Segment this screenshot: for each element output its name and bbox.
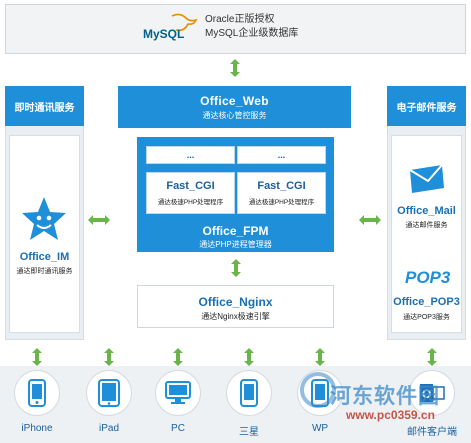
office-fpm-subtitle: 通达PHP进程管理器 (199, 240, 272, 249)
mail-envelope-icon (409, 164, 444, 193)
arrow-updown-icon (173, 348, 183, 366)
pc-device (155, 370, 201, 416)
arrow-updown-icon (32, 348, 42, 366)
office-nginx-title: Office_Nginx (198, 295, 273, 309)
process-slot: ... (146, 146, 235, 164)
office-web-title: Office_Web (200, 94, 269, 108)
office-web-box: Office_Web 通达核心管控服务 (118, 86, 351, 128)
outlook-icon: O (420, 384, 445, 402)
tablet-icon (98, 379, 120, 407)
fast-cgi-title: Fast_CGI (257, 180, 306, 192)
watermark-text: 河东软件园 (330, 385, 440, 408)
phone-icon (28, 379, 46, 407)
office-web-subtitle: 通达核心管控服务 (202, 111, 267, 120)
watermark-logo-icon (300, 372, 336, 408)
pop3-title: Office_POP3 (393, 296, 460, 308)
database-line-2: MySQL企业级数据库 (205, 28, 299, 39)
im-subtitle: 通达即时通讯服务 (16, 268, 73, 275)
office-nginx-box: Office_Nginx 通达Nginx极速引擎 (137, 285, 334, 328)
mail-service-card (391, 135, 462, 333)
watermark-url: www.pc0359.cn (346, 408, 435, 422)
mail-panel-header: 电子邮件服务 (387, 86, 466, 126)
mail-title: Office_Mail (397, 205, 456, 217)
mysql-logo-text: MySQL (143, 27, 184, 41)
im-star-icon (22, 197, 66, 240)
arrow-updown-icon (230, 59, 240, 77)
mail-subtitle: 通达邮件服务 (405, 222, 448, 229)
device-label-mail-client: 邮件客户端 (407, 427, 457, 438)
database-line-1: Oracle正版授权 (205, 14, 275, 25)
svg-text:O: O (422, 387, 431, 401)
im-service-card (9, 135, 80, 333)
mysql-logo-icon: MySQL (143, 13, 198, 41)
ipad-device (86, 370, 132, 416)
database-box (5, 4, 466, 54)
mail-client-device: O (409, 370, 455, 416)
im-panel-header: 即时通讯服务 (5, 86, 84, 126)
pop3-subtitle: 通达POP3服务 (403, 314, 450, 321)
fast-cgi-box: Fast_CGI 通达极速PHP处理程序 (146, 172, 235, 214)
samsung-device (226, 370, 272, 416)
fast-cgi-subtitle: 通达极速PHP处理程序 (248, 199, 315, 206)
pop3-logo: POP3 (405, 268, 451, 287)
arrow-updown-icon (315, 348, 325, 366)
arrow-updown-icon (244, 348, 254, 366)
fast-cgi-subtitle: 通达极速PHP处理程序 (157, 199, 224, 206)
arrow-leftright-icon (359, 215, 381, 225)
device-label-iphone: iPhone (21, 423, 53, 434)
device-label-ipad: iPad (98, 423, 119, 434)
device-label-wp: WP (311, 423, 329, 434)
arrow-leftright-icon (88, 215, 110, 225)
fast-cgi-title: Fast_CGI (166, 180, 215, 192)
office-fpm-title: Office_FPM (202, 224, 269, 238)
process-slot: ... (237, 146, 326, 164)
phone-icon (240, 379, 258, 407)
arrow-updown-icon (427, 348, 437, 366)
im-title: Office_IM (19, 251, 70, 263)
office-nginx-subtitle: 通达Nginx极速引擎 (201, 312, 270, 321)
database-label: Oracle正版授权 MySQL企业级数据库 (205, 13, 298, 41)
device-label-pc: PC (171, 423, 185, 434)
monitor-icon (165, 381, 191, 404)
iphone-device (14, 370, 60, 416)
fast-cgi-box: Fast_CGI 通达极速PHP处理程序 (237, 172, 326, 214)
arrow-updown-icon (231, 259, 241, 277)
device-label-samsung: 三星 (239, 427, 259, 438)
arrow-updown-icon (104, 348, 114, 366)
